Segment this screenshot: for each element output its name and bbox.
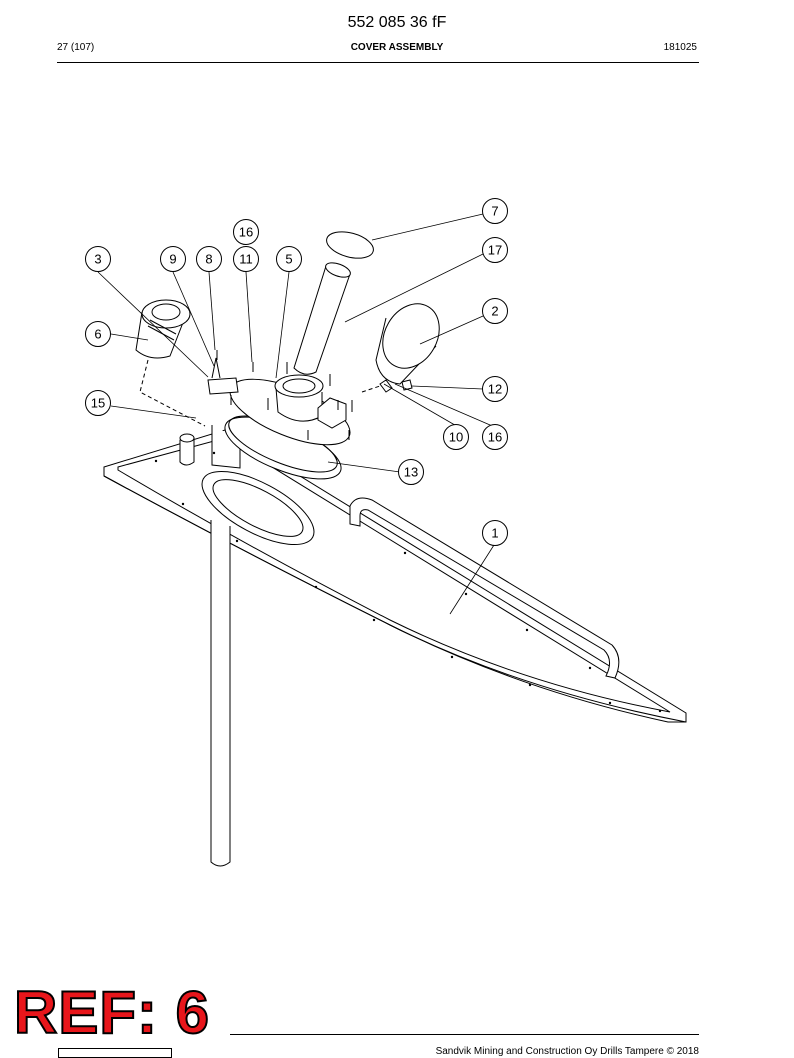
callout-6: 6 [85, 321, 111, 347]
svg-text:11: 11 [239, 252, 253, 267]
svg-text:12: 12 [488, 382, 502, 397]
long-tube [293, 265, 351, 375]
leader-lines [97, 213, 498, 615]
svg-text:2: 2 [491, 304, 498, 319]
ref-stamp: REF: 6 [13, 979, 211, 1046]
breather-filter [135, 299, 191, 359]
callout-17: 17 [482, 237, 508, 263]
oval-flange [201, 470, 315, 546]
callout-13: 13 [398, 459, 424, 485]
svg-text:1: 1 [491, 526, 498, 541]
svg-text:3: 3 [94, 252, 101, 267]
callout-3: 3 [85, 246, 111, 272]
vertical-rod [210, 520, 231, 867]
valve-block [317, 397, 347, 429]
fitting-10 [379, 379, 393, 393]
callout-16-top: 16 [233, 219, 259, 245]
svg-text:10: 10 [449, 430, 463, 445]
header-rule [57, 62, 699, 63]
svg-text:8: 8 [205, 252, 212, 267]
callout-1: 1 [482, 520, 508, 546]
copyright: Sandvik Mining and Construction Oy Drill… [435, 1046, 699, 1057]
footer-rule [230, 1034, 699, 1035]
flange-bolts [267, 362, 353, 440]
svg-text:7: 7 [491, 204, 498, 219]
svg-text:5: 5 [285, 252, 292, 267]
cover-plate [103, 429, 687, 723]
handle-rail [349, 497, 620, 679]
callout-16-right: 16 [482, 424, 508, 450]
callout-2: 2 [482, 298, 508, 324]
svg-text:16: 16 [488, 430, 502, 445]
svg-text:13: 13 [404, 465, 418, 480]
plate-holes [154, 451, 662, 713]
filter-bowl [375, 303, 440, 385]
svg-text:15: 15 [91, 396, 105, 411]
callout-12: 12 [482, 376, 508, 402]
bracket-bolt [207, 357, 239, 395]
svg-text:16: 16 [239, 225, 253, 240]
callout-balloons: 1 2 3 5 6 7 8 9 10 11 12 13 15 16 16 17 [85, 198, 508, 546]
callout-8: 8 [196, 246, 222, 272]
callout-15: 15 [85, 390, 111, 416]
document-number: 552 085 36 fF [347, 14, 447, 31]
cap [326, 231, 374, 259]
logo-strip [58, 1048, 172, 1058]
svg-text:6: 6 [94, 327, 101, 342]
assembly-line [139, 359, 206, 427]
fitting-12 [401, 379, 413, 391]
svg-text:9: 9 [169, 252, 176, 267]
svg-text:17: 17 [488, 243, 502, 258]
section-title: COVER ASSEMBLY [350, 42, 444, 53]
callout-5: 5 [276, 246, 302, 272]
date-code: 181025 [663, 42, 697, 53]
callout-9: 9 [160, 246, 186, 272]
stub-post [179, 437, 195, 466]
callout-7: 7 [482, 198, 508, 224]
mount-bracket [211, 425, 241, 469]
callout-11: 11 [233, 246, 259, 272]
page-number: 27 (107) [57, 42, 95, 53]
callout-10: 10 [443, 424, 469, 450]
cover-assembly-parts [103, 231, 687, 867]
